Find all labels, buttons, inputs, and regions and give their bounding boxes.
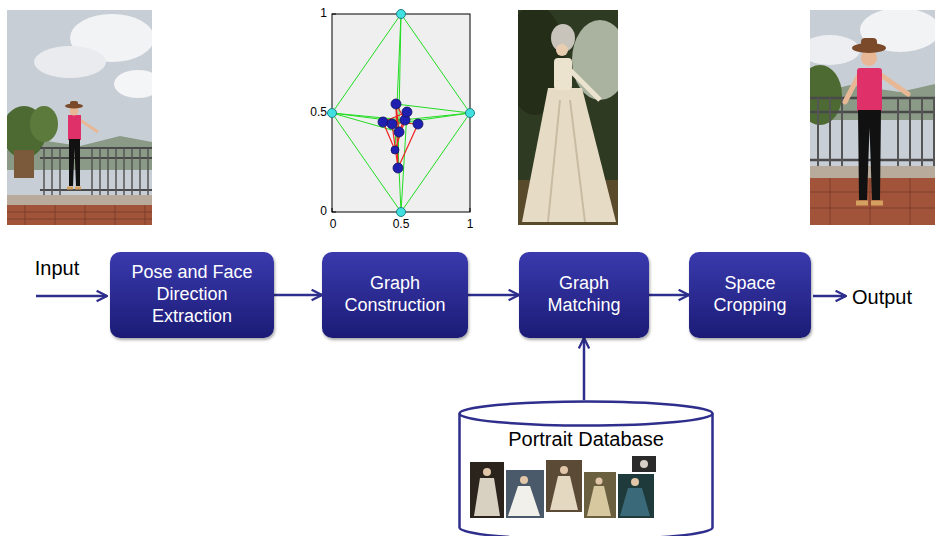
output-arrow (813, 295, 846, 298)
cloud (114, 70, 152, 98)
folds (548, 100, 585, 222)
flow-arrow (274, 294, 322, 297)
figure (474, 478, 500, 516)
point (394, 127, 404, 137)
fence-bars (44, 148, 148, 195)
figure (631, 478, 639, 486)
figure (550, 476, 578, 510)
cloud (860, 10, 935, 52)
portrait-thumbnails (470, 456, 656, 518)
top (68, 115, 81, 140)
trousers (858, 110, 881, 200)
axis-tick-label: 1 (320, 7, 327, 21)
axis-tick-label: 0.5 (310, 106, 327, 120)
database-cylinder: Portrait Database (458, 400, 714, 536)
ledge (7, 195, 152, 205)
process-box: Graph Matching (519, 252, 649, 338)
point (413, 119, 423, 129)
point (397, 208, 406, 217)
shoes (856, 201, 883, 206)
fence-rail (40, 148, 152, 190)
box-label: Pose and Face Direction Extraction (118, 262, 266, 328)
pose-points (378, 99, 423, 173)
cloud (34, 46, 106, 78)
box-label: Graph Construction (330, 273, 460, 317)
skirt (522, 88, 616, 222)
axis-tick-label: 0 (320, 205, 327, 219)
tree (810, 65, 842, 125)
figure (587, 486, 611, 516)
thumbnail (546, 460, 582, 512)
point (397, 10, 406, 19)
tree (30, 106, 58, 142)
frame-points (328, 10, 475, 217)
thumbnail (584, 472, 616, 518)
point (328, 109, 337, 118)
graph-plot (328, 10, 475, 217)
flow-label: Input (35, 257, 79, 280)
figure (620, 488, 650, 516)
box-label: Space Cropping (697, 273, 803, 317)
axis-ticks (332, 14, 470, 212)
input-arrow (36, 295, 107, 298)
bodice (554, 58, 572, 90)
thumbnail (632, 456, 656, 472)
hat (70, 101, 78, 106)
hat (861, 38, 877, 48)
figure (508, 486, 540, 516)
process-box: Graph Construction (322, 252, 468, 338)
face (556, 44, 568, 56)
arm (570, 70, 600, 100)
figure (483, 468, 491, 476)
flow-arrow (583, 338, 586, 400)
bricks (7, 205, 152, 225)
thumbnail (470, 462, 504, 518)
figure (640, 460, 648, 468)
red-edges (383, 104, 418, 168)
box-label: Portrait Database (458, 400, 714, 451)
matched-painting (518, 10, 618, 225)
process-box: Space Cropping (689, 252, 811, 338)
point (393, 163, 403, 173)
thumbnail (618, 474, 654, 518)
figure (560, 466, 568, 474)
figure (596, 478, 603, 485)
cylinder-top (460, 402, 713, 426)
figure (520, 476, 528, 484)
cloud (810, 35, 860, 65)
point (391, 146, 399, 154)
axis-tick-label: 1 (467, 218, 474, 232)
green-edges (332, 14, 470, 212)
flow-arrow (468, 294, 519, 297)
axis-tick-label: 0.5 (393, 218, 410, 232)
flow-arrow (649, 294, 689, 297)
pot (14, 150, 34, 178)
point (402, 107, 412, 117)
point (378, 117, 388, 127)
axis-tick-label: 0 (330, 218, 337, 232)
point (466, 109, 475, 118)
cylinder-outline (458, 400, 714, 536)
plot-frame (332, 14, 470, 212)
point (391, 99, 401, 109)
output-photo (810, 10, 935, 225)
box-label: Graph Matching (527, 273, 641, 317)
top (857, 68, 882, 112)
thumbnail (506, 470, 544, 518)
shoes (67, 187, 81, 190)
trousers (69, 139, 80, 186)
point (387, 119, 397, 129)
process-box: Pose and Face Direction Extraction (110, 252, 274, 338)
flow-label: Output (852, 286, 912, 309)
input-photo (7, 10, 152, 225)
arm (80, 120, 98, 132)
pavement (7, 205, 152, 225)
